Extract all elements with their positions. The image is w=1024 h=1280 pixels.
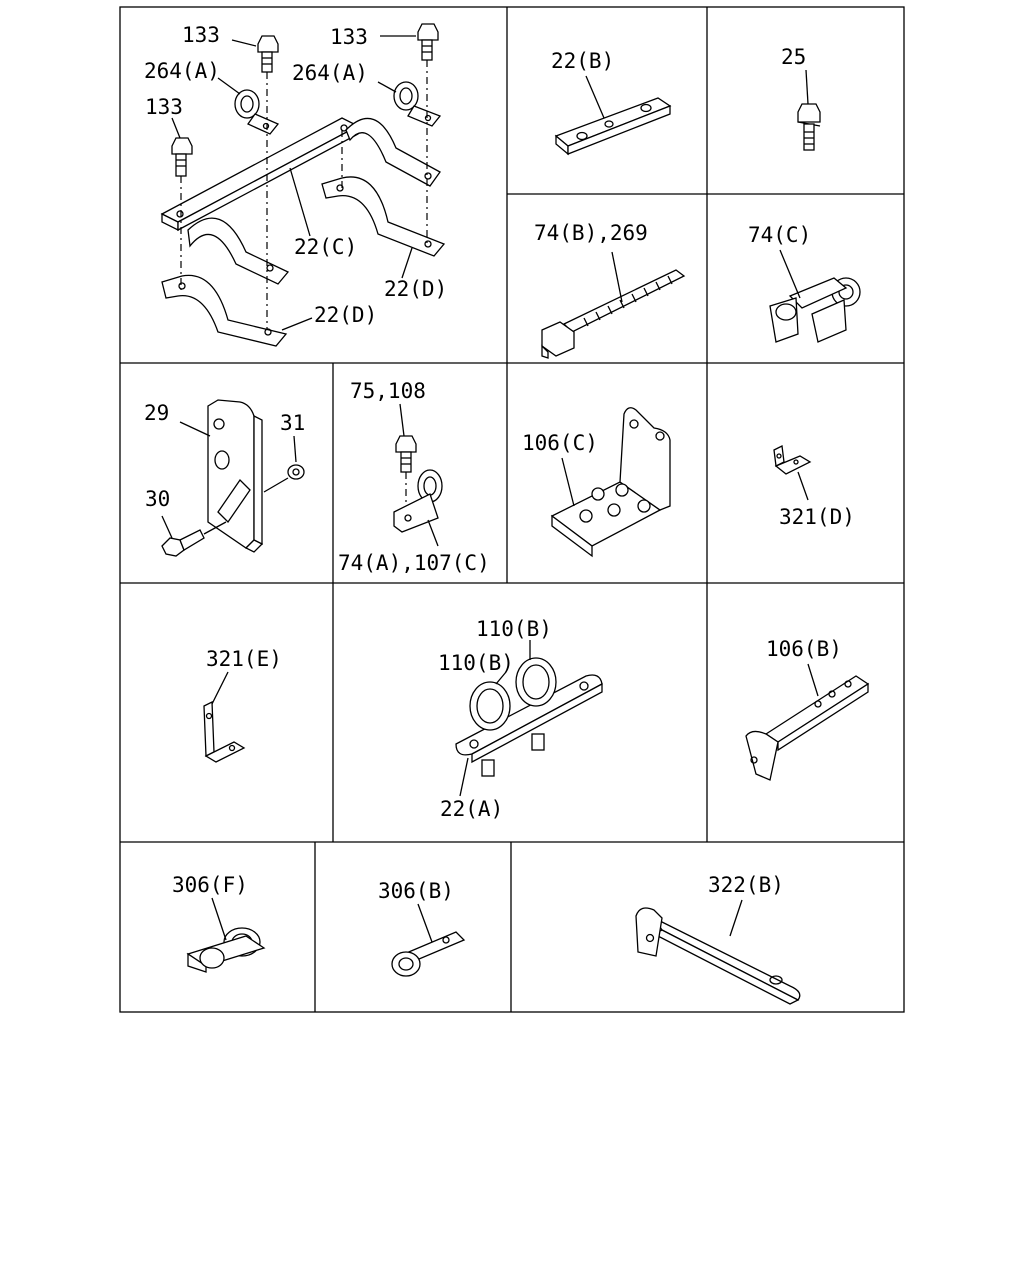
clip-306f <box>186 897 266 973</box>
bracket-321e <box>203 671 246 763</box>
label-321d: 321(D) <box>779 505 855 529</box>
part-labels: 133 133 133 264(A) 264(A) 22(C) 22(D) 22… <box>144 23 855 903</box>
label-29: 29 <box>144 401 169 425</box>
label-30: 30 <box>145 487 170 511</box>
label-110b-left: 110(B) <box>438 651 514 675</box>
bolt-133-b <box>417 23 439 61</box>
clip-74c <box>769 249 861 343</box>
bracket-106c <box>550 407 671 558</box>
saddle-middle-left <box>187 217 290 285</box>
label-74b-269: 74(B),269 <box>534 221 648 245</box>
strap-22c <box>160 117 360 232</box>
label-110b-top: 110(B) <box>476 617 552 641</box>
label-264a-left: 264(A) <box>144 59 220 83</box>
label-74c: 74(C) <box>748 223 811 247</box>
diagram-grid <box>119 6 905 1013</box>
bolt-30 <box>161 515 227 557</box>
bracket-29 <box>179 399 264 553</box>
bracket-106b <box>745 663 870 781</box>
nut-31 <box>263 435 305 493</box>
label-264a-right: 264(A) <box>292 61 368 85</box>
label-74a-107c: 74(A),107(C) <box>338 551 490 575</box>
plate-22b <box>554 75 672 156</box>
clamp-264a-right <box>393 81 442 127</box>
label-306f: 306(F) <box>172 873 248 897</box>
cell-clamp-assembly <box>160 23 446 347</box>
clip-74a <box>393 469 443 547</box>
bracket-22a <box>455 640 603 797</box>
strap-22d-bottom <box>161 274 288 347</box>
label-321e: 321(E) <box>206 647 282 671</box>
label-133-b: 133 <box>330 25 368 49</box>
label-31: 31 <box>280 411 305 435</box>
bolt-75 <box>395 403 417 514</box>
label-22a: 22(A) <box>440 797 503 821</box>
bolt-133-a <box>257 35 279 73</box>
label-22b: 22(B) <box>551 49 614 73</box>
bolt-25 <box>797 69 821 151</box>
cable-tie-74b <box>541 251 686 359</box>
saddle-upper-right <box>345 118 441 187</box>
label-133-a: 133 <box>182 23 220 47</box>
label-22c: 22(C) <box>294 235 357 259</box>
bracket-322b <box>635 899 801 1005</box>
label-322b: 322(B) <box>708 873 784 897</box>
label-22d-right: 22(D) <box>384 277 447 301</box>
clip-306b <box>391 903 466 977</box>
strap-22d-right <box>321 176 446 257</box>
clamp-264a-left <box>234 89 280 135</box>
bolt-133-c <box>171 137 193 177</box>
label-22d-bottom: 22(D) <box>314 303 377 327</box>
label-25: 25 <box>781 45 806 69</box>
label-106c: 106(C) <box>522 431 598 455</box>
label-75-108: 75,108 <box>350 379 426 403</box>
label-106b: 106(B) <box>766 637 842 661</box>
bracket-321d <box>773 445 812 501</box>
label-133-c: 133 <box>145 95 183 119</box>
label-306b: 306(B) <box>378 879 454 903</box>
